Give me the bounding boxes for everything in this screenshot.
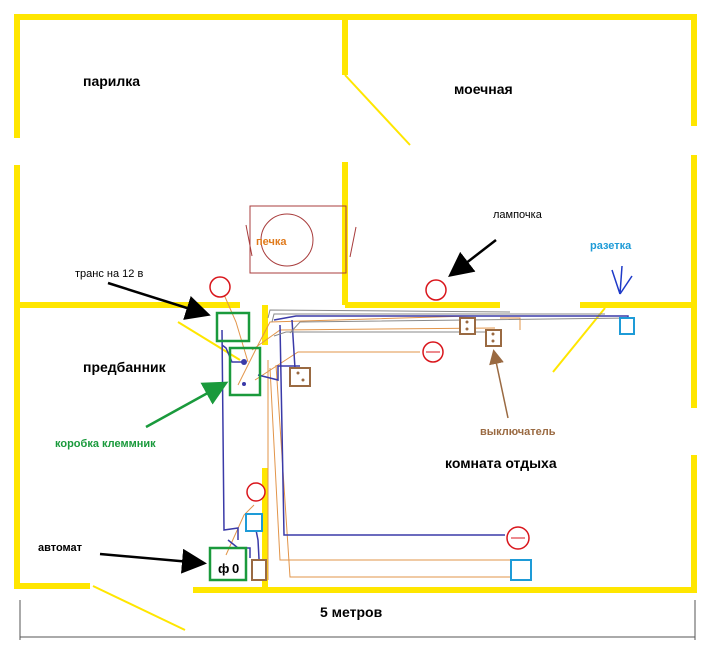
label-junction-box: коробка клеммник (55, 438, 156, 450)
wires-grey (267, 309, 631, 337)
switch-contact (465, 327, 469, 331)
switch[interactable] (485, 329, 502, 347)
wire (279, 324, 505, 536)
wire (271, 313, 605, 323)
lamp[interactable] (246, 482, 266, 502)
room-label-washroom: моечная (454, 81, 513, 97)
green-boxes (208, 311, 262, 582)
lamp-marks (426, 351, 525, 539)
socket-pointer-line (611, 269, 621, 295)
room-label-rest-room: комната отдыха (445, 455, 557, 471)
switch[interactable] (289, 367, 311, 387)
lamp[interactable] (209, 276, 231, 298)
socket[interactable] (245, 513, 263, 532)
switch-contact (301, 378, 305, 382)
arrow-switch (489, 349, 509, 419)
door-swing-entrance (92, 585, 186, 631)
room-label-dressing-room: предбанник (83, 359, 167, 375)
switch-contact (491, 332, 495, 336)
dimension-label: 5 метров (320, 604, 383, 620)
switch-contact (296, 371, 300, 375)
wire (267, 309, 511, 319)
wire (273, 331, 495, 337)
stove-circle (260, 213, 314, 267)
dimension (19, 600, 696, 640)
breaker-phase-label: ф (218, 561, 229, 576)
junction-terminal (242, 382, 246, 386)
switch-dots (296, 320, 495, 382)
wire (257, 365, 300, 381)
label-socket: разетка (590, 240, 632, 252)
junction-box[interactable] (228, 346, 262, 397)
wire (500, 317, 521, 330)
transformer-box[interactable] (215, 311, 251, 343)
label-lamp: лампочка (493, 209, 543, 221)
switch-contact (465, 320, 469, 324)
socket-pointer (611, 265, 633, 295)
arrow-breaker (99, 548, 207, 574)
door-swing-washroom (344, 74, 411, 146)
switches (251, 317, 502, 581)
stove (245, 205, 357, 274)
arrow-junction-box (145, 381, 229, 429)
lamps (209, 276, 530, 550)
wire (251, 327, 496, 351)
wire (269, 367, 510, 561)
wire (237, 315, 471, 386)
wire (254, 351, 420, 381)
switch-contact (491, 339, 495, 343)
lamp[interactable] (425, 279, 447, 301)
socket-pointer-line (619, 275, 633, 295)
socket[interactable] (510, 559, 532, 581)
wire (225, 504, 255, 556)
arrow-lamp (448, 239, 497, 278)
label-transformer: транс на 12 в (75, 268, 143, 280)
breaker-box[interactable] (208, 546, 248, 582)
label-switch: выключатель (480, 426, 556, 438)
label-stove: печка (256, 236, 287, 248)
label-breaker: автомат (38, 542, 83, 554)
wire (221, 329, 239, 540)
socket[interactable] (619, 317, 635, 335)
door-swing-rest (552, 307, 606, 373)
junction-box-dots (241, 359, 247, 386)
wire (275, 364, 512, 578)
breaker-zero-label: 0 (232, 561, 239, 576)
stove-leg (349, 226, 357, 258)
switch[interactable] (251, 559, 267, 581)
walls (14, 14, 697, 593)
room-label-steam-room: парилка (83, 73, 140, 89)
stove-body (249, 205, 347, 274)
arrow-transformer (107, 281, 211, 320)
junction-terminal (241, 359, 247, 365)
socket-pointer-line (619, 265, 623, 295)
sockets (245, 317, 635, 581)
arrows (99, 239, 509, 574)
stove-leg (245, 224, 253, 257)
wire (289, 317, 631, 334)
switch[interactable] (459, 317, 476, 335)
